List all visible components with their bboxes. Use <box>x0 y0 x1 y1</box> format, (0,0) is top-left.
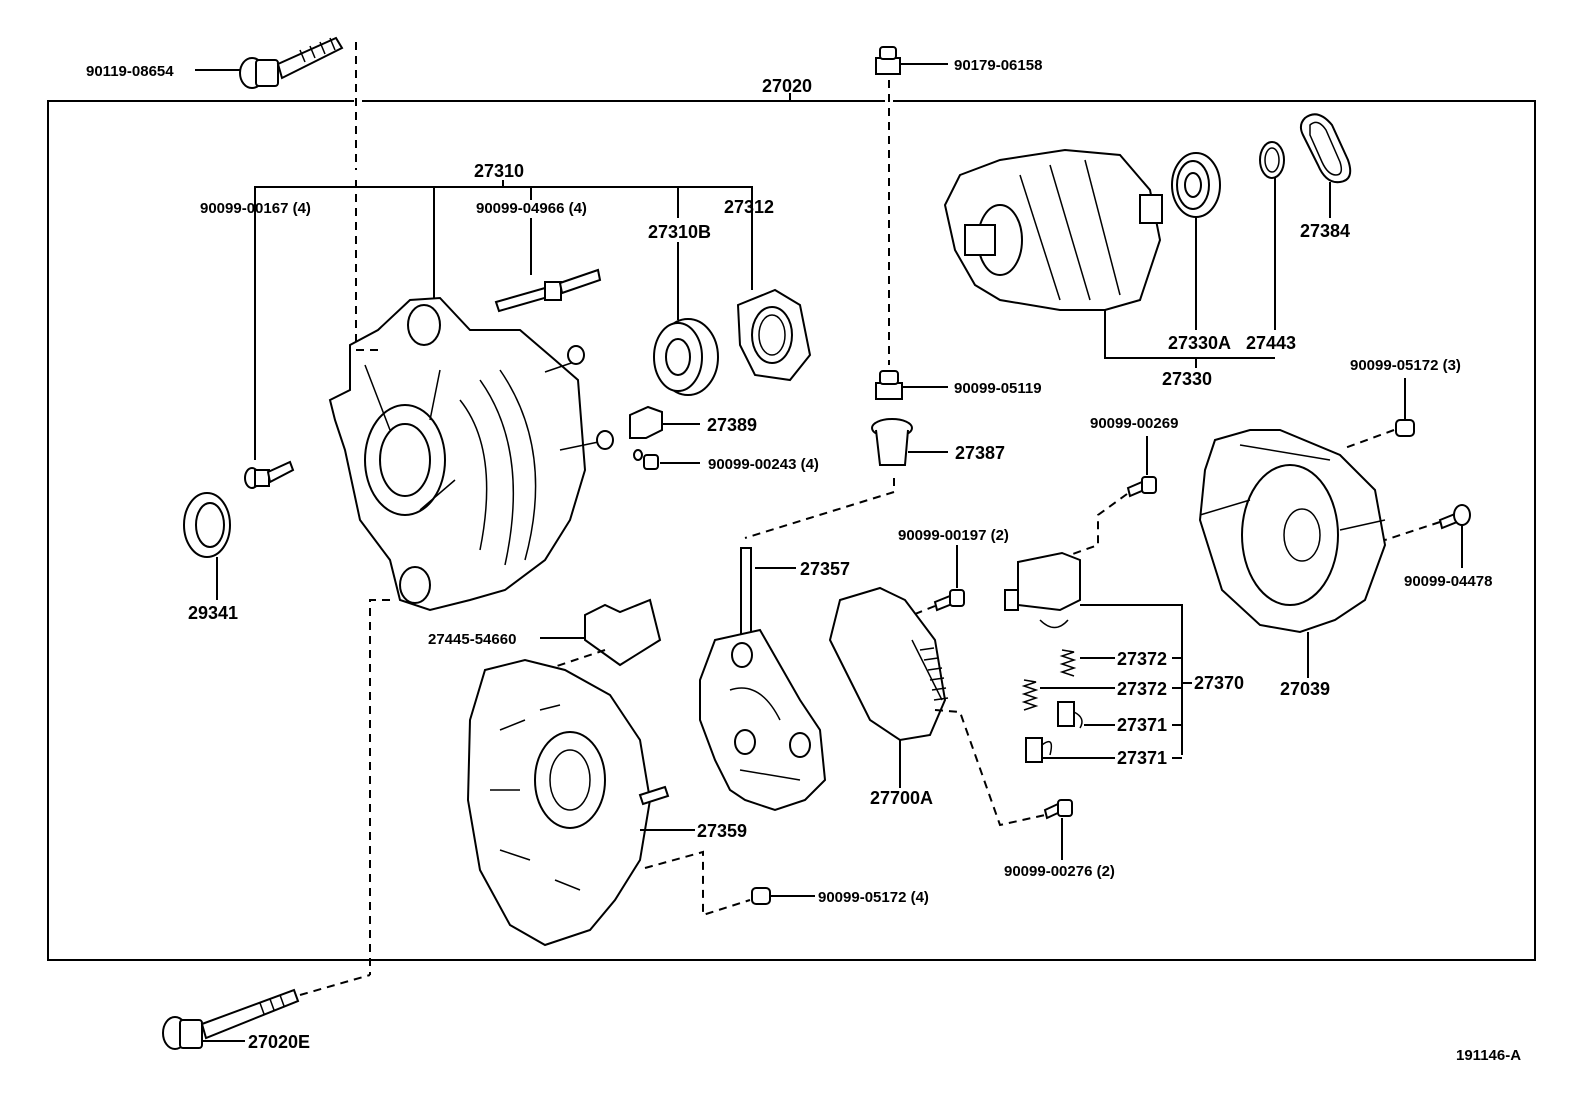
cap-nut-top-part <box>875 46 901 365</box>
label-spring-a: 27372 <box>1117 649 1167 669</box>
label-screw-00197: 90099-00197 (2) <box>898 527 1009 544</box>
assembly-frame <box>47 93 1536 961</box>
nut-05172-4-part <box>751 887 815 905</box>
label-nut-05172-4: 90099-05172 (4) <box>818 889 929 906</box>
terminal-cover-part <box>540 598 662 671</box>
drive-end-frame-part <box>328 296 614 975</box>
label-brush-b: 27371 <box>1117 748 1167 768</box>
label-regulator: 27700A <box>870 788 933 808</box>
brush-a-part <box>1057 701 1182 729</box>
label-screw-00269: 90099-00269 <box>1090 415 1178 432</box>
pulley-cover-part <box>183 492 231 600</box>
label-insulator: 27389 <box>707 415 757 435</box>
label-bearing-cover: 27443 <box>1246 333 1296 353</box>
front-bearing-part <box>653 318 719 396</box>
spring-b-part <box>1021 679 1182 711</box>
label-stud-4: 90099-04966 (4) <box>476 200 587 217</box>
screw-00269-part <box>1069 436 1157 556</box>
rectifier-end-frame-part <box>466 658 751 947</box>
brush-holder-part <box>1004 551 1192 755</box>
nut-05119-part <box>875 370 948 400</box>
bearing-cover-part <box>1259 141 1285 330</box>
label-bolt-04478: 90099-04478 <box>1404 573 1492 590</box>
bolt-bottom-part <box>162 974 371 1050</box>
stud-04966-part <box>494 268 602 313</box>
insulator-27389-part <box>629 405 700 439</box>
rotor-bearing-part <box>1171 152 1221 330</box>
label-ring: 27384 <box>1300 221 1350 241</box>
frame-bracket-lines <box>254 180 753 460</box>
brush-b-part <box>1025 737 1182 763</box>
label-bolt-top: 90119-08654 <box>86 63 174 80</box>
label-screw-00243: 90099-00243 (4) <box>708 456 819 473</box>
retainer-plate-part <box>736 288 812 382</box>
label-retainer: 27312 <box>724 197 774 217</box>
regulator-part <box>828 586 1046 827</box>
label-pulley-cover: 29341 <box>188 603 238 623</box>
label-rear-cover: 27039 <box>1280 679 1330 699</box>
label-brush-a: 27371 <box>1117 715 1167 735</box>
label-frame: 27310 <box>474 161 524 181</box>
rear-end-cover-part <box>1198 429 1387 678</box>
nut-05172-3-part <box>1344 378 1415 449</box>
label-nut-05119: 90099-05119 <box>954 380 1042 397</box>
label-bolt-bottom: 27020E <box>248 1032 310 1052</box>
label-cover-27445: 27445-54660 <box>428 631 516 648</box>
label-stud-357: 27357 <box>800 559 850 579</box>
label-screw-4: 90099-00167 (4) <box>200 200 311 217</box>
label-screw-00276: 90099-00276 (2) <box>1004 863 1115 880</box>
terminal-stud-part <box>740 547 796 644</box>
label-spring-b: 27372 <box>1117 679 1167 699</box>
screw-00167-part <box>244 460 295 489</box>
rectifier-holder-part <box>699 628 827 812</box>
bolt-top-part <box>239 36 357 350</box>
label-rotor: 27330 <box>1162 369 1212 389</box>
rotor-part <box>943 148 1275 368</box>
label-rotor-bearing: 27330A <box>1168 333 1231 353</box>
screw-00197-part <box>904 545 965 619</box>
label-bearing-front: 27310B <box>648 222 711 242</box>
screw-00276-part <box>1043 799 1073 860</box>
label-bushing: 27387 <box>955 443 1005 463</box>
label-cap-nut-top: 90179-06158 <box>954 57 1042 74</box>
screw-00243-part <box>633 449 700 470</box>
bushing-27387-part <box>744 418 948 539</box>
label-brush-holder: 27370 <box>1194 673 1244 693</box>
label-nut-05172-3: 90099-05172 (3) <box>1350 357 1461 374</box>
label-rectifier-end: 27359 <box>697 821 747 841</box>
label-assembly: 27020 <box>762 76 812 96</box>
ring-27384-part <box>1299 113 1352 218</box>
bolt-04478-part <box>1384 504 1471 568</box>
spring-a-part <box>1059 649 1182 677</box>
figure-id: 191146-A <box>1456 1047 1521 1064</box>
leader-lines <box>195 63 948 71</box>
